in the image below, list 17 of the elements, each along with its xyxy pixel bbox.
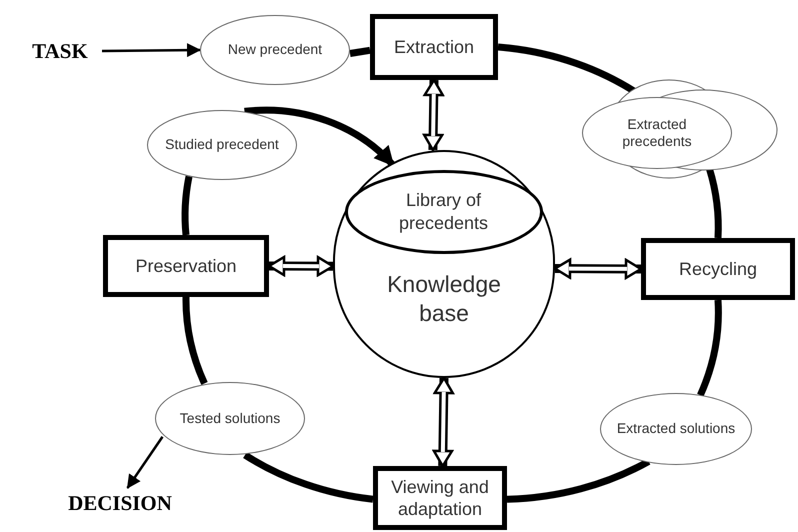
node-text: Extraction — [392, 36, 476, 58]
node-text: Extracted solutions — [616, 420, 736, 438]
node-text: Tested solutions — [178, 410, 282, 428]
node-text: Knowledge base — [386, 270, 502, 328]
process-box — [103, 235, 269, 297]
node-text: Library of precedents — [398, 189, 490, 234]
node-text: TASK — [31, 38, 89, 64]
process-box — [370, 14, 498, 80]
node-text: DECISION — [67, 490, 173, 516]
node-text: Viewing and adaptation — [390, 476, 490, 520]
process-box — [641, 238, 795, 300]
node-text: Preservation — [134, 254, 238, 278]
process-box — [373, 466, 507, 530]
node-text: New precedent — [226, 41, 324, 59]
node-text: Recycling — [678, 258, 758, 280]
node-text: Extracted precedents — [621, 116, 693, 150]
node-text: Studied precedent — [164, 136, 280, 154]
